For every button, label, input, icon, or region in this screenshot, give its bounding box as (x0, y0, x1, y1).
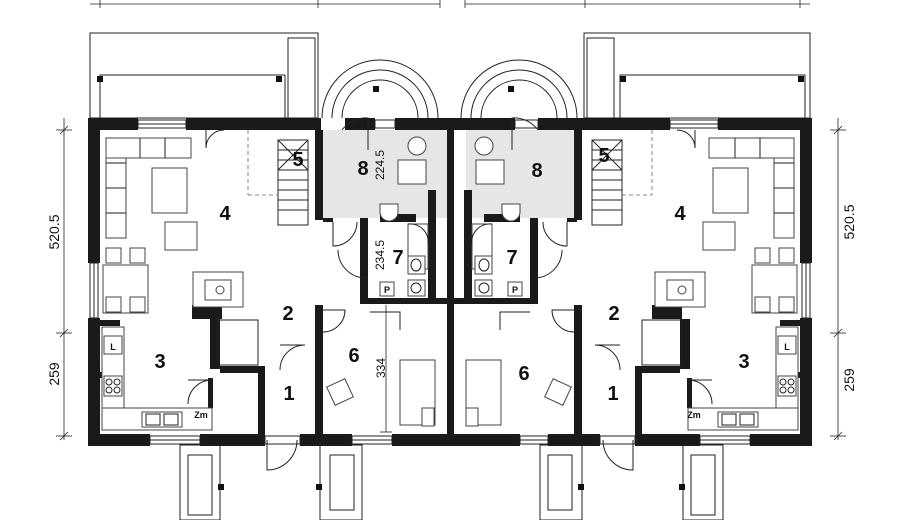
bedroom-furniture-right (465, 359, 572, 427)
fireplace-right-icon (677, 285, 687, 295)
room-number-1-right: 1 (607, 383, 618, 405)
entrance-arch-left (321, 59, 439, 119)
bathroom-fixtures-right (471, 136, 521, 297)
room-number-8-right: 8 (531, 160, 542, 182)
stairs-left (247, 130, 309, 226)
room-number-3-right: 3 (738, 351, 749, 373)
pantry-label-right: P (512, 285, 518, 295)
room-number-7-left: 7 (392, 247, 403, 269)
boiler-label-left: Zm (194, 410, 208, 420)
living-furniture-left (102, 137, 198, 314)
entrance-arch-right (460, 59, 578, 119)
left-dimension-lines (56, 118, 72, 441)
room-number-8-left: 8 (357, 158, 368, 180)
bathroom-fixtures-left (379, 136, 429, 297)
room-number-1-left: 1 (283, 383, 294, 405)
bedroom-furniture-left (326, 359, 436, 427)
right-total-dimension: 520.5 (841, 204, 857, 239)
room6-dimension: 334 (374, 358, 388, 378)
bottom-steps-left (179, 444, 363, 520)
right-dimension-lines (830, 118, 846, 441)
terrace-left (89, 32, 319, 119)
walls (88, 118, 812, 446)
room-number-6-left: 6 (348, 345, 359, 367)
closet-left (217, 319, 259, 366)
top-dimension-lines (90, 0, 810, 8)
room-number-4-left: 4 (219, 203, 231, 225)
doors (187, 117, 713, 471)
kitchen-left (101, 326, 213, 431)
pantry-label-left: P (384, 285, 390, 295)
right-kitchen-dimension: 259 (841, 368, 857, 392)
terrace-right (583, 32, 811, 119)
pantry-box-left (379, 281, 395, 297)
pantry-box-right (507, 281, 523, 297)
fireplace-left (192, 271, 244, 308)
room-number-4-right: 4 (674, 203, 686, 225)
room7-dimension: 234.5 (373, 240, 387, 270)
left-total-dimension: 520.5 (46, 214, 62, 249)
bottom-steps-right (539, 444, 724, 520)
room-number-5-right: 5 (598, 145, 609, 167)
closet-right (641, 319, 683, 366)
kitchen-right (687, 326, 799, 431)
room-number-2-right: 2 (608, 303, 619, 325)
room-number-7-right: 7 (506, 247, 517, 269)
room-number-5-left: 5 (292, 149, 303, 171)
room-number-2-left: 2 (282, 303, 293, 325)
room8-dimension: 224.5 (373, 150, 387, 180)
left-kitchen-dimension: 259 (46, 362, 62, 386)
room-number-3-left: 3 (154, 351, 165, 373)
fireplace-left-icon (215, 285, 225, 295)
room-number-6-right: 6 (518, 363, 529, 385)
fridge-label-right: L (784, 342, 790, 352)
stairs-right (591, 130, 653, 226)
boiler-label-right: Zm (687, 410, 701, 420)
fridge-label-left: L (110, 342, 116, 352)
living-furniture-right (702, 137, 798, 314)
windows (89, 119, 811, 445)
